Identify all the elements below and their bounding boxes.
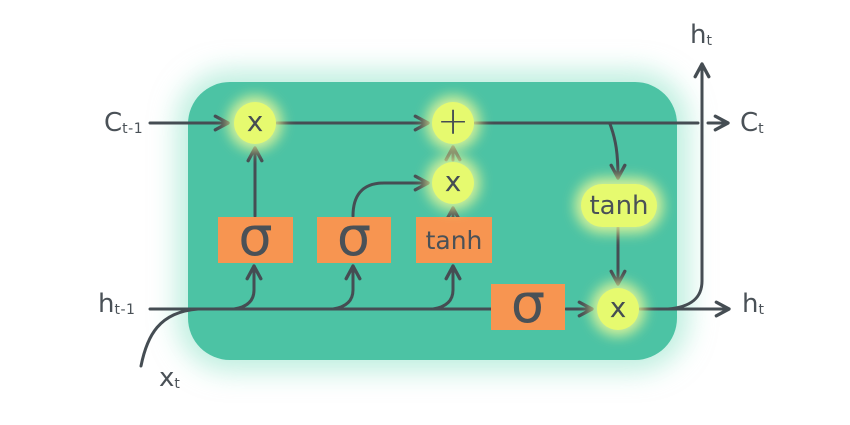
hidden-state-input-label: ht-1 (98, 289, 136, 319)
multiply-symbol: x (609, 291, 627, 324)
forget-multiply-node: x (234, 102, 276, 144)
tanh-activation-label: tanh (589, 190, 649, 221)
candidate-tanh-label: tanh (425, 225, 483, 255)
tanh-activation-pill: tanh (581, 184, 657, 227)
cell-to-tanh-curve (608, 122, 627, 180)
input-gate: σ (317, 205, 391, 268)
input-multiply-node: x (432, 162, 474, 204)
candidate-tanh-gate: tanh (416, 217, 492, 263)
input-merge-curve (139, 307, 200, 368)
hidden-state-output-label: ht (742, 289, 765, 319)
branch-to-input-gate (331, 264, 362, 311)
output-gate-label: σ (510, 272, 546, 335)
forget-gate-label: σ (238, 205, 273, 268)
add-node: + (432, 98, 474, 144)
cell-state-output-label: Ct (740, 108, 765, 138)
input-gate-to-multiply-curve (351, 174, 430, 218)
branch-to-candidate-tanh (431, 264, 462, 311)
hidden-state-output-top-label: ht (690, 20, 713, 50)
output-gate: σ (491, 272, 565, 335)
add-symbol: + (437, 98, 469, 143)
input-label: xt (159, 363, 181, 393)
hidden-state-branch-up (666, 62, 711, 311)
cell-state-input-label: Ct-1 (104, 108, 144, 138)
input-gate-label: σ (336, 205, 372, 268)
output-multiply-node: x (597, 288, 639, 330)
branch-to-forget-gate (232, 264, 263, 311)
multiply-symbol: x (246, 105, 264, 138)
multiply-symbol: x (444, 165, 462, 198)
forget-gate: σ (218, 205, 293, 268)
